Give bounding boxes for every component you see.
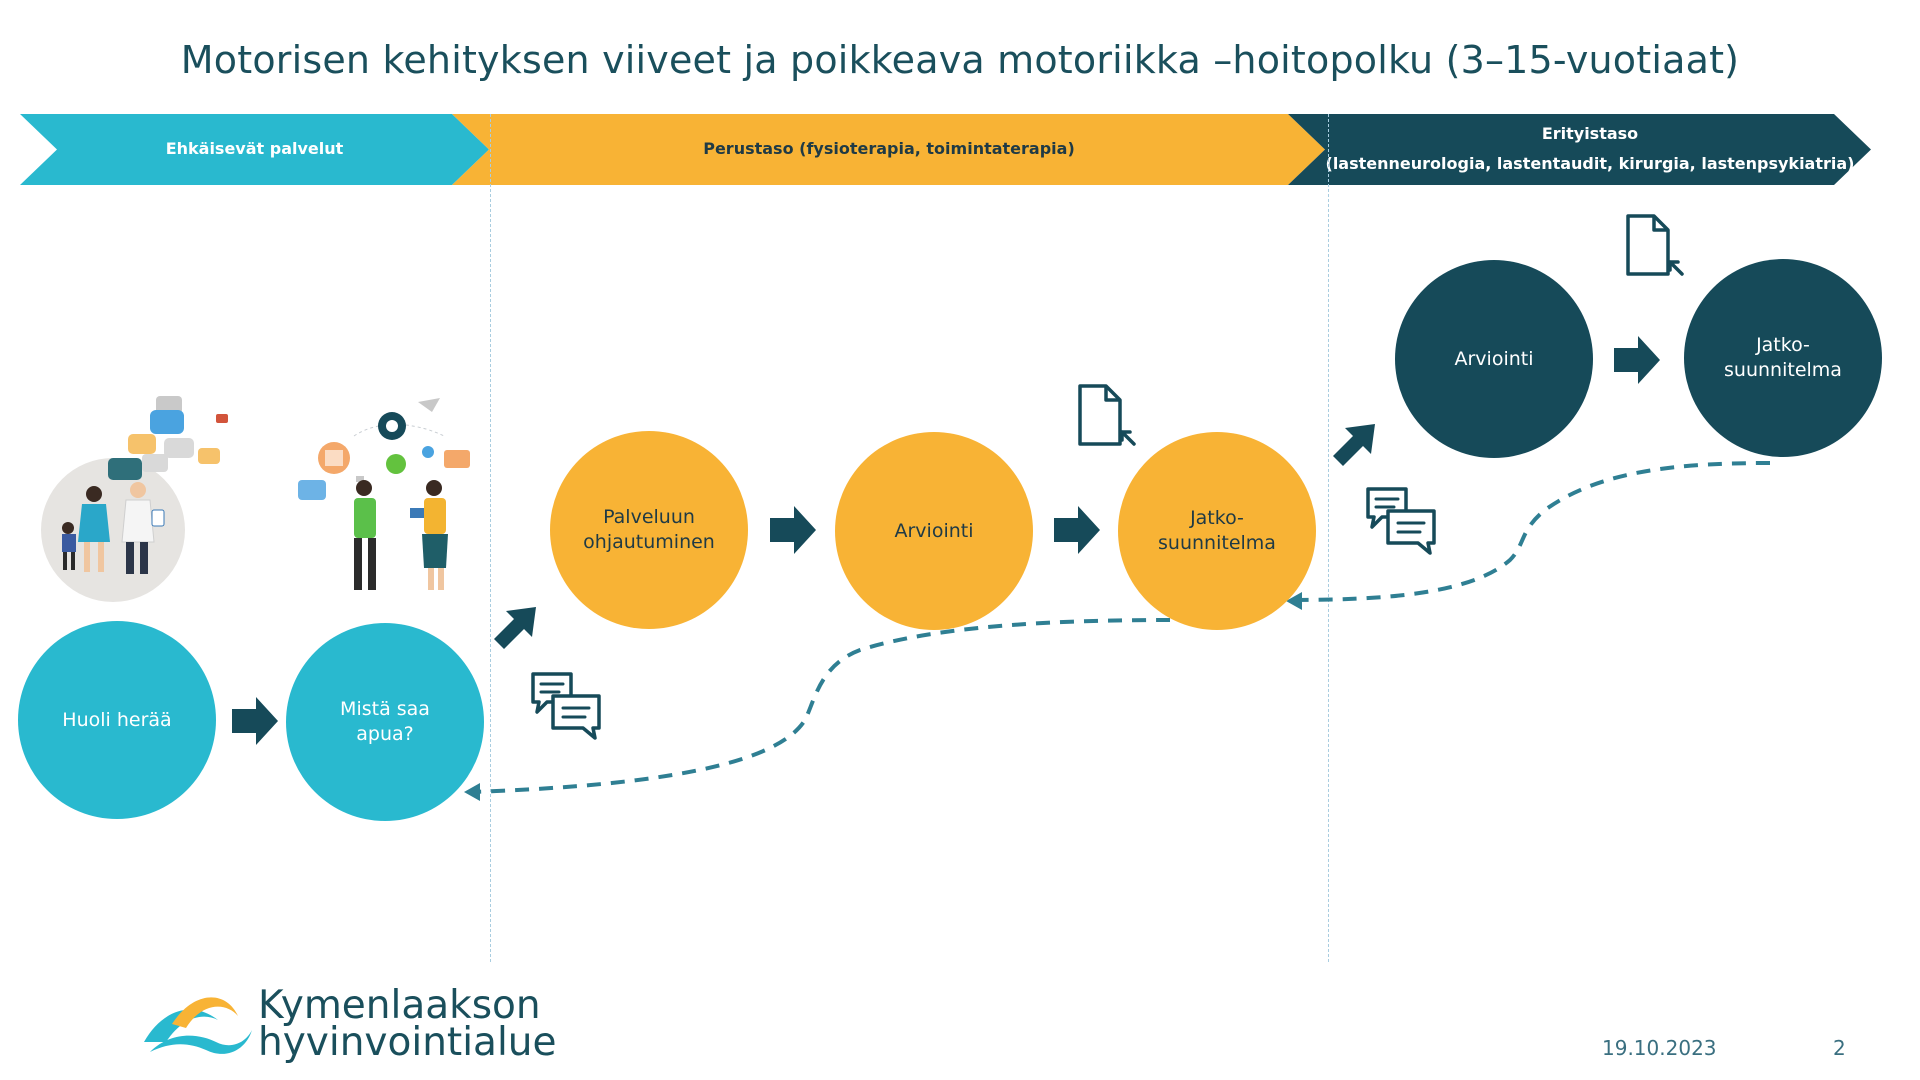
document-icon bbox=[1078, 384, 1136, 446]
step-palveluun-ohjautuminen[interactable]: Palveluun ohjautuminen bbox=[550, 431, 748, 629]
chat-icon bbox=[531, 672, 601, 740]
right-arrow-icon bbox=[1614, 336, 1660, 384]
level-band-basic bbox=[452, 114, 1325, 185]
step-arviointi-special[interactable]: Arviointi bbox=[1395, 260, 1593, 458]
level-label-basic: Perustaso (fysioterapia, toimintaterapia… bbox=[703, 139, 1075, 158]
diagonal-arrow-icon bbox=[1333, 424, 1375, 466]
step-huoli-heraa[interactable]: Huoli herää bbox=[18, 621, 216, 819]
divider-preventive-basic bbox=[490, 114, 491, 962]
document-icon bbox=[1626, 214, 1684, 276]
diagonal-arrow-icon bbox=[494, 607, 536, 649]
step-jatkosuunnitelma-basic[interactable]: Jatko- suunnitelma bbox=[1118, 432, 1316, 630]
logo-line1: Kymenlaakson bbox=[258, 983, 541, 1028]
family-doctor-illustration bbox=[41, 396, 228, 602]
level-band-special bbox=[1288, 114, 1871, 185]
divider-basic-special bbox=[1328, 114, 1329, 962]
page-title: Motorisen kehityksen viiveet ja poikkeav… bbox=[180, 38, 1740, 82]
chat-icon bbox=[1366, 487, 1436, 555]
logo-line2: hyvinvointialue bbox=[258, 1020, 557, 1065]
logo-text: Kymenlaakson hyvinvointialue bbox=[258, 983, 557, 1065]
people-tech-illustration bbox=[298, 398, 470, 590]
level-label-special-subtitle: (lastenneurologia, lastentaudit, kirurgi… bbox=[1325, 154, 1855, 173]
right-arrow-icon bbox=[770, 506, 816, 554]
footer-date: 19.10.2023 bbox=[1602, 1036, 1717, 1060]
level-band-preventive bbox=[20, 114, 489, 185]
right-arrow-icon bbox=[1054, 506, 1100, 554]
right-arrow-icon bbox=[232, 697, 278, 745]
step-jatkosuunnitelma-special[interactable]: Jatko- suunnitelma bbox=[1684, 259, 1882, 457]
level-label-special-title: Erityistaso bbox=[1541, 124, 1639, 143]
level-label-preventive: Ehkäisevät palvelut bbox=[165, 139, 344, 158]
logo-wave-icon bbox=[144, 997, 252, 1054]
page-number: 2 bbox=[1833, 1036, 1846, 1060]
step-arviointi-basic[interactable]: Arviointi bbox=[835, 432, 1033, 630]
step-mista-saa-apua[interactable]: Mistä saa apua? bbox=[286, 623, 484, 821]
